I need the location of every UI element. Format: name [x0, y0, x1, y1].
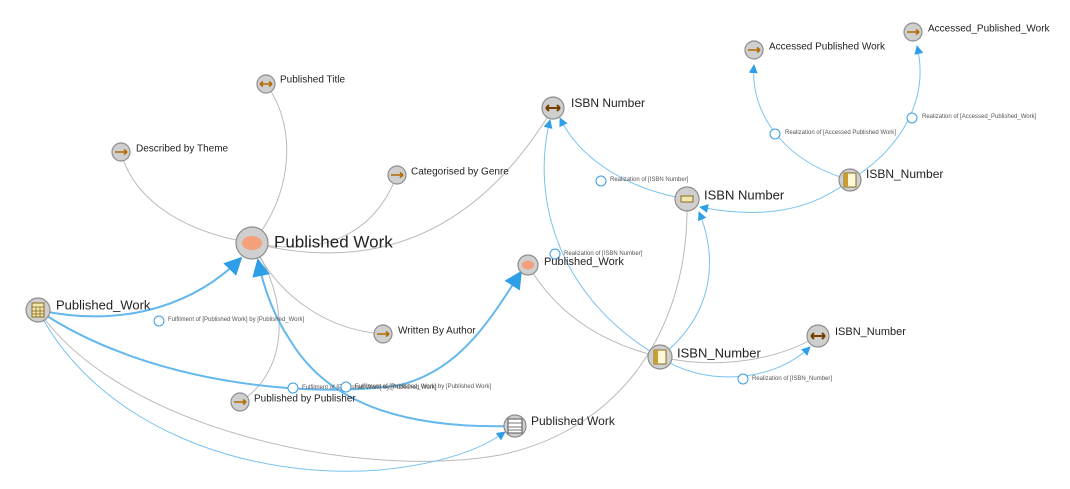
edge-fulfilment-left-mid [37, 270, 522, 391]
node-label: ISBN_Number [835, 326, 906, 338]
edge-left-bottom [37, 309, 506, 472]
node-label: ISBN_Number [677, 345, 761, 360]
realization-badge-icon [769, 128, 781, 140]
node-label: Categorised by Genre [411, 167, 509, 178]
arrow-right-icon [907, 28, 920, 36]
edge-isbn-far-accessed [748, 64, 851, 181]
edge-fulfilment-bottom-main [252, 258, 516, 428]
node-isbn-number-right[interactable]: ISBN_Number [806, 324, 906, 348]
node-isbn-number-mid[interactable]: ISBN Number [674, 186, 785, 212]
edge-label-realization-isbn-c[interactable]: Realization of [ISBN_Number] [737, 373, 832, 385]
edge-label-fulfilment-bottom-b[interactable]: Fulfilment of [Published_Work] by [Publi… [340, 381, 492, 393]
edge-label-text: Realization of [ISBN_Number] [752, 376, 832, 382]
fulfilment-badge-icon [340, 381, 352, 393]
node-label: Published Work [531, 414, 616, 428]
nodes: Published Work Published Title Described… [25, 22, 1051, 438]
edge-label-fulfilment-left[interactable]: Fulfilment of [Published Work] by [Publi… [153, 315, 305, 327]
edge-isbn-mid-top [559, 117, 688, 200]
arrow-right-icon [748, 46, 761, 54]
edge-isbn-far-accessed-alt [849, 45, 924, 181]
node-label: Accessed Published Work [769, 42, 886, 53]
node-label: Written By Author [398, 326, 476, 337]
node-written-by-author[interactable]: Written By Author [373, 324, 476, 344]
node-accessed-published-work-alt[interactable]: Accessed_Published_Work [903, 22, 1051, 42]
node-published-work-bottom[interactable]: Published Work [503, 414, 616, 438]
field-icon [680, 195, 694, 203]
edge-labels: Fulfilment of [Published Work] by [Publi… [153, 112, 1037, 394]
edge-main-categorised-genre [251, 174, 398, 248]
edge-main-isbn-top [251, 107, 554, 254]
edge-isbn-center-right [659, 346, 811, 378]
edge-main-described-theme [120, 151, 253, 244]
edge-isbn-far-mid [699, 179, 851, 214]
realization-badge-icon [595, 175, 607, 187]
edge-label-realization-isbn-b[interactable]: Realization of [ISBN Number] [549, 248, 643, 260]
node-published-work-left[interactable]: Published_Work [25, 297, 151, 323]
node-label: ISBN_Number [866, 167, 943, 181]
entity-icon [522, 260, 534, 270]
double-arrow-icon [545, 104, 561, 112]
edge-mid-isbn-center [527, 264, 661, 358]
node-label: ISBN Number [704, 187, 785, 202]
edge-isbn-center-mid [659, 211, 710, 358]
realization-badge-icon [549, 248, 561, 260]
node-published-by-publisher[interactable]: Published by Publisher [230, 392, 356, 412]
arrow-right-icon [377, 330, 390, 338]
node-published-work-main[interactable]: Published Work [235, 226, 393, 260]
edge-label-text: Realization of [ISBN Number] [610, 177, 689, 183]
table-icon [507, 418, 523, 434]
edges [37, 45, 924, 472]
edge-label-text: Realization of [Accessed_Published_Work] [922, 114, 1037, 120]
node-isbn-number-center[interactable]: ISBN_Number [647, 344, 761, 370]
fulfilment-badge-icon [153, 315, 165, 327]
edge-left-isbn-mid [37, 198, 688, 462]
edge-label-text: Fulfilment of [Published Work] by [Publi… [168, 317, 305, 323]
calculator-icon [31, 302, 45, 318]
arrow-right-icon [391, 171, 404, 179]
edge-fulfilment-left-main [37, 256, 243, 318]
edge-label-text: Realization of [Accessed Published Work] [785, 130, 896, 136]
double-arrow-icon [810, 332, 826, 340]
edge-label-realization-isbn-a[interactable]: Realization of [ISBN Number] [595, 175, 689, 187]
fulfilment-badge-icon [287, 382, 299, 394]
node-label: Published_Work [544, 256, 624, 268]
node-label: Published by Publisher [254, 394, 356, 405]
node-described-by-theme[interactable]: Described by Theme [111, 142, 229, 162]
edge-main-published-title [251, 83, 288, 244]
entity-icon [242, 236, 262, 250]
edge-label-text: Realization of [ISBN Number] [564, 251, 643, 257]
edge-label-text: Fulfilment of [Published_Work] by [Publi… [355, 384, 492, 390]
edge-label-realization-accessed-b[interactable]: Realization of [Accessed_Published_Work] [906, 112, 1037, 124]
realization-badge-icon [737, 373, 749, 385]
edge-center-isbn-right [659, 335, 819, 364]
node-label: Published Title [280, 75, 345, 86]
node-accessed-published-work[interactable]: Accessed Published Work [744, 40, 886, 60]
node-label: Accessed_Published_Work [928, 24, 1051, 35]
node-label: Described by Theme [136, 144, 229, 155]
node-isbn-number-top[interactable]: ISBN Number [541, 96, 645, 120]
edge-isbn-center-top [543, 119, 661, 358]
node-label: Published Work [274, 232, 393, 251]
arrow-right-icon [234, 398, 247, 406]
edge-label-text: Fulfilment of [Published Work] by [Publi… [302, 385, 437, 391]
arrow-right-icon [115, 148, 128, 156]
node-label: Published_Work [56, 297, 151, 312]
node-published-title[interactable]: Published Title [256, 74, 345, 94]
node-isbn-number-far[interactable]: ISBN_Number [838, 167, 943, 192]
node-categorised-by-genre[interactable]: Categorised by Genre [387, 165, 509, 185]
edge-label-fulfilment-bottom-a[interactable]: Fulfilment of [Published Work] by [Publi… [287, 382, 437, 394]
node-published-work-mid[interactable]: Published_Work [517, 254, 624, 276]
realization-badge-icon [906, 112, 918, 124]
node-label: ISBN Number [571, 96, 645, 110]
edge-label-realization-accessed-a[interactable]: Realization of [Accessed Published Work] [769, 128, 896, 140]
double-arrow-icon [259, 80, 273, 88]
